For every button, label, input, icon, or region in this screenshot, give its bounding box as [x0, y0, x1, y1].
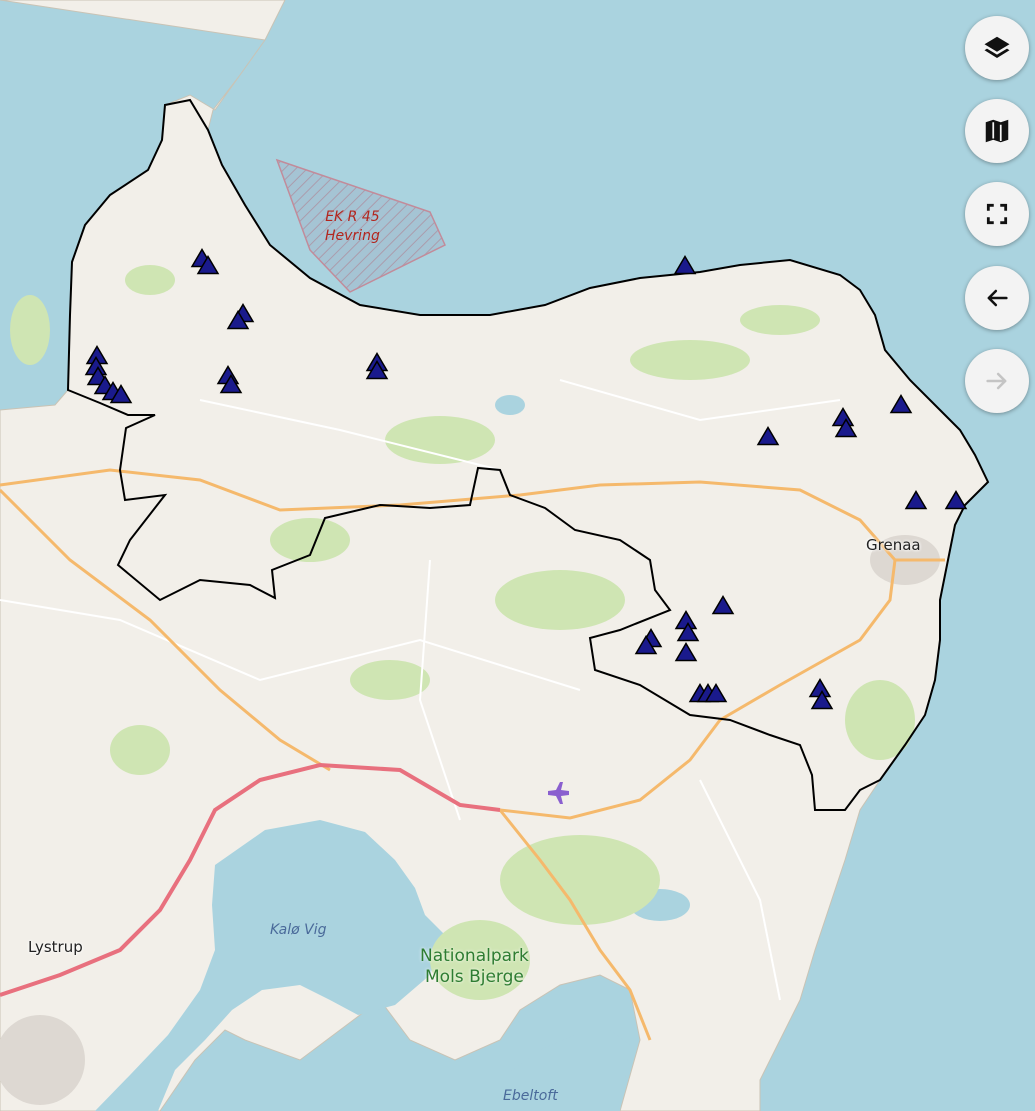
- bay-kalo-vig: [95, 820, 445, 1111]
- minor-roads: [0, 379, 841, 1001]
- water-label-ebeltoft: Ebeltoft: [503, 1088, 558, 1104]
- site-marker-1[interactable]: [196, 255, 220, 275]
- layers-button[interactable]: [965, 16, 1029, 80]
- site-marker-5[interactable]: [219, 374, 243, 394]
- zone-label-line2: Hevring: [325, 228, 380, 244]
- restricted-zone-ek-r-45: [275, 158, 446, 293]
- layers-icon: [984, 36, 1010, 58]
- basemap-button[interactable]: [965, 99, 1029, 163]
- map-icon: [985, 119, 1009, 143]
- site-marker-26[interactable]: [674, 642, 698, 662]
- arrow-left-icon: [987, 289, 1008, 307]
- forward-button[interactable]: [965, 349, 1029, 413]
- park-label-line1: Nationalpark: [420, 946, 529, 966]
- town-label-grenaa: Grenaa: [866, 536, 921, 554]
- major-roads: [0, 468, 945, 1041]
- back-button[interactable]: [965, 266, 1029, 330]
- site-marker-15[interactable]: [756, 426, 780, 446]
- municipality-boundary: [66, 98, 990, 811]
- site-marker-14[interactable]: [673, 255, 697, 275]
- airport-icon: [548, 782, 569, 804]
- site-marker-17[interactable]: [834, 418, 858, 438]
- lake: [495, 395, 525, 415]
- site-marker-3[interactable]: [226, 310, 250, 330]
- arrow-right-icon: [986, 372, 1007, 390]
- site-marker-23[interactable]: [676, 622, 700, 642]
- water-label-kalo-vig: Kalø Vig: [270, 922, 327, 938]
- zone-label-line1: EK R 45: [325, 209, 380, 225]
- bay-ebeltoft: [495, 1030, 630, 1111]
- park-label: Nationalpark Mols Bjerge: [420, 946, 529, 988]
- zone-label: EK R 45 Hevring: [325, 208, 380, 246]
- fullscreen-button[interactable]: [965, 182, 1029, 246]
- fullscreen-icon: [986, 203, 1008, 225]
- site-marker-13[interactable]: [109, 384, 133, 404]
- motorway: [0, 762, 501, 997]
- site-marker-21[interactable]: [711, 595, 735, 615]
- site-marker-31[interactable]: [810, 690, 834, 710]
- site-marker-7[interactable]: [365, 360, 389, 380]
- site-marker-25[interactable]: [634, 635, 658, 655]
- park-label-line2: Mols Bjerge: [425, 967, 524, 987]
- site-marker-19[interactable]: [904, 490, 928, 510]
- site-marker-18[interactable]: [889, 394, 913, 414]
- site-marker-29[interactable]: [704, 683, 728, 703]
- town-label-lystrup: Lystrup: [28, 938, 83, 956]
- marker-layer: [84, 248, 968, 710]
- site-marker-20[interactable]: [944, 490, 968, 510]
- forest-areas: [10, 265, 915, 1000]
